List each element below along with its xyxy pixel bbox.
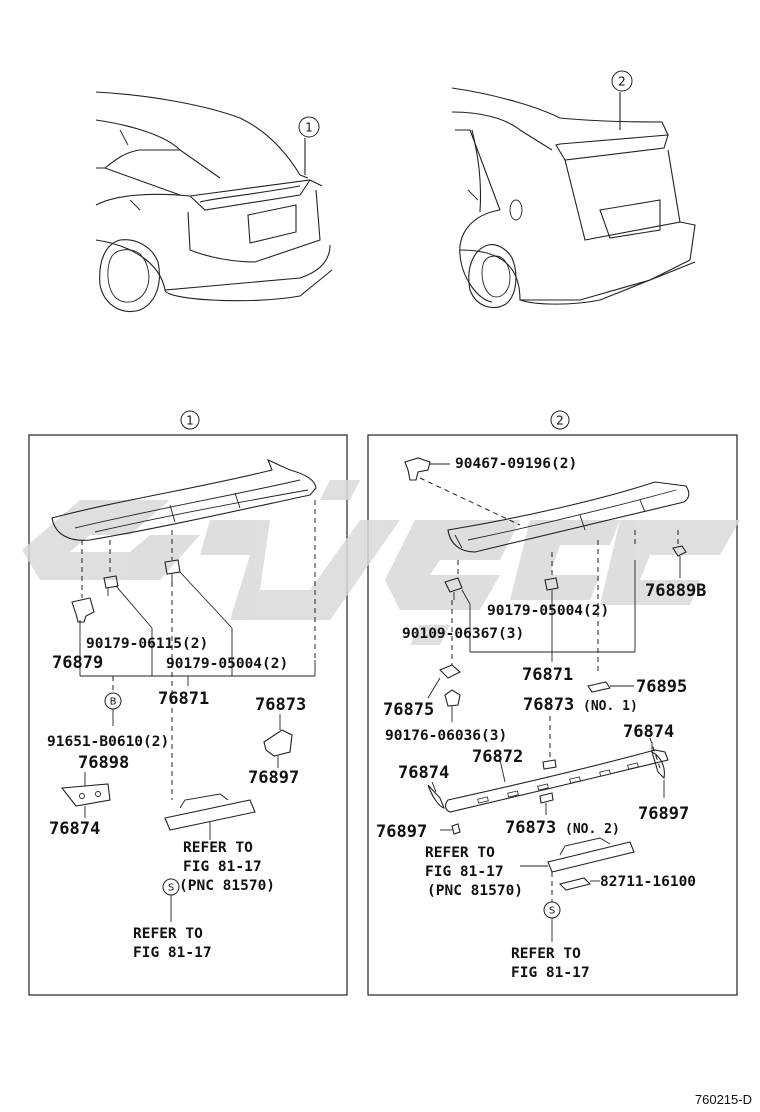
- label-76898: 76898: [78, 753, 129, 773]
- refer-left-2-line1: REFER TO: [133, 926, 203, 942]
- label-90109-06367: 90109-06367(3): [402, 626, 524, 642]
- symbol-b-marker: B: [104, 692, 122, 726]
- right-spoiler: [447, 481, 690, 553]
- label-76889b: 76889B: [645, 581, 706, 601]
- right-garnish-76872: [445, 749, 669, 813]
- refer-left-1-line1: REFER TO: [183, 840, 253, 856]
- label-76873-no2: 76873: [505, 818, 556, 838]
- callout-1-top: 1: [298, 116, 320, 138]
- callout-2-top: 2: [611, 70, 633, 92]
- right-clip-90467: [404, 457, 521, 526]
- label-76873-no1: 76873: [523, 695, 574, 715]
- right-90176-clip: [444, 689, 461, 722]
- right-end-pieces: [427, 742, 665, 835]
- right-76875-part: [427, 664, 461, 699]
- refer-right-1-line1: REFER TO: [425, 845, 495, 861]
- left-spoiler: [51, 458, 317, 541]
- label-76897-left: 76897: [248, 768, 299, 788]
- left-76898-plate: [60, 772, 111, 818]
- label-90467-09196: 90467-09196(2): [455, 456, 577, 472]
- left-panel-frame: [28, 434, 348, 996]
- label-76872: 76872: [472, 747, 523, 767]
- section-header-2: 2: [550, 410, 570, 430]
- right-76873-no2: [539, 792, 554, 815]
- label-82711-16100: 82711-16100: [600, 874, 696, 890]
- refer-right-1-line3: (PNC 81570): [427, 883, 523, 899]
- label-76871-right: 76871: [522, 665, 573, 685]
- label-90176-06036: 90176-06036(3): [385, 728, 507, 744]
- label-76874-right-upper: 76874: [623, 722, 674, 742]
- label-76897-right-lower: 76897: [376, 822, 427, 842]
- left-leader-lines: [79, 500, 316, 800]
- label-76874-right-lower: 76874: [398, 763, 449, 783]
- svg-text:S: S: [549, 906, 555, 917]
- label-76879: 76879: [52, 653, 103, 673]
- refer-right-1-line2: FIG 81-17: [425, 864, 504, 880]
- label-no2: (NO. 2): [565, 822, 620, 837]
- right-leader-lines: [451, 530, 681, 769]
- sedan-illustration: [95, 91, 333, 312]
- footer-diagram-code: 760215-D: [695, 1092, 752, 1107]
- svg-text:S: S: [168, 883, 174, 894]
- wagon-illustration: [451, 87, 696, 308]
- label-90179-05004-left: 90179-05004(2): [166, 656, 288, 672]
- svg-text:2: 2: [556, 414, 564, 428]
- label-90179-05004-right: 90179-05004(2): [487, 603, 609, 619]
- label-76895: 76895: [636, 677, 687, 697]
- svg-text:1: 1: [305, 121, 313, 135]
- left-symbol-s: S: [162, 878, 180, 922]
- left-76873-bracket: [263, 714, 293, 768]
- label-90179-06115: 90179-06115(2): [86, 636, 208, 652]
- right-symbol-s: S: [543, 872, 561, 942]
- section-header-1: 1: [180, 410, 200, 430]
- refer-left-2-line2: FIG 81-17: [133, 945, 212, 961]
- label-76875: 76875: [383, 700, 434, 720]
- right-fasteners: [444, 545, 687, 600]
- right-76873-no1: [542, 759, 557, 770]
- right-82711-part: [558, 877, 600, 891]
- svg-text:1: 1: [186, 414, 194, 428]
- label-no1: (NO. 1): [583, 699, 638, 714]
- svg-text:2: 2: [618, 75, 626, 89]
- label-76873-left: 76873: [255, 695, 306, 715]
- label-76897-right-upper: 76897: [638, 804, 689, 824]
- watermark-logo: [22, 480, 740, 645]
- label-76874-left: 76874: [49, 819, 100, 839]
- refer-left-1-line2: FIG 81-17: [183, 859, 262, 875]
- right-panel-frame: [367, 434, 738, 996]
- label-76871-left: 76871: [158, 689, 209, 709]
- label-91651-b0610: 91651-B0610(2): [47, 734, 169, 750]
- left-stop-lamp: [164, 793, 256, 840]
- refer-left-1-line3: (PNC 81570): [179, 878, 275, 894]
- refer-right-2-line1: REFER TO: [511, 946, 581, 962]
- refer-right-2-line2: FIG 81-17: [511, 965, 590, 981]
- right-stop-lamp: [520, 837, 635, 873]
- right-76895-pad: [587, 681, 634, 693]
- svg-text:B: B: [110, 697, 117, 708]
